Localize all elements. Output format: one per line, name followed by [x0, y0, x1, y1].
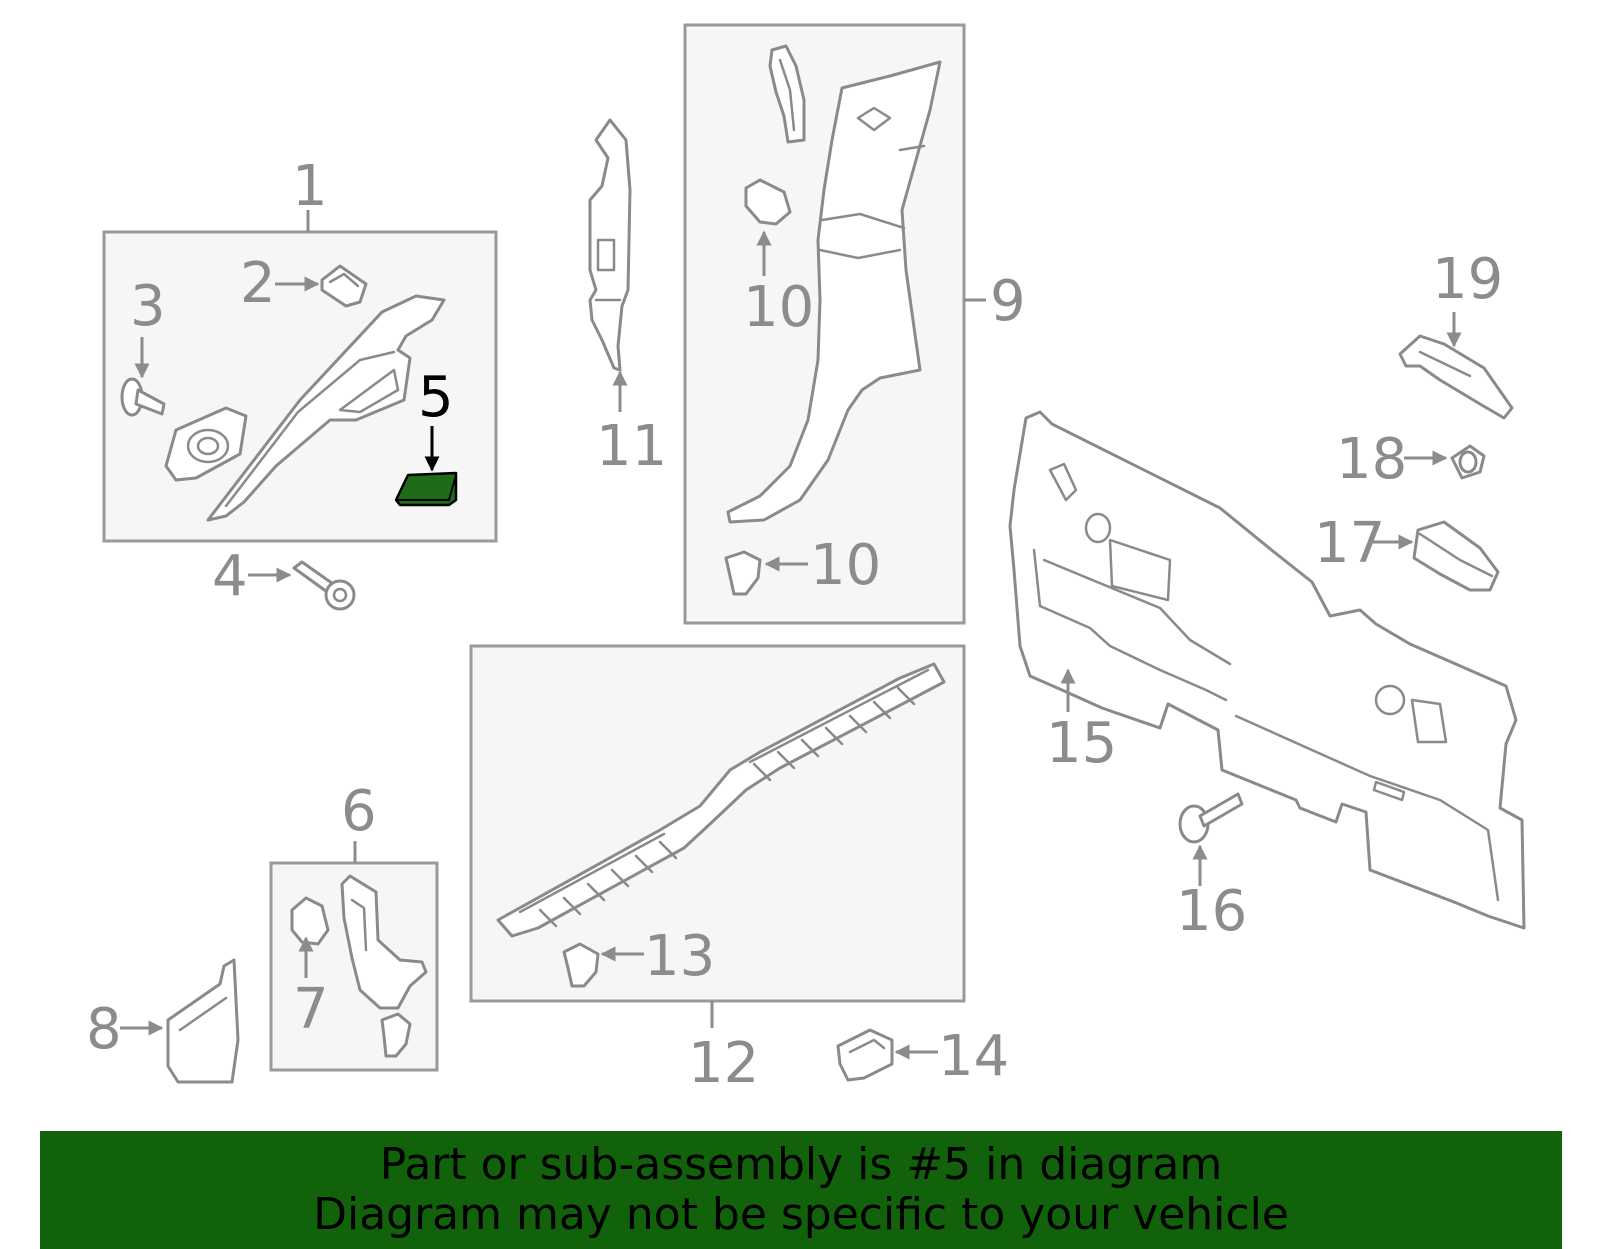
part-16-push-pin: [1178, 792, 1244, 844]
part-4-bolt: [292, 560, 356, 611]
callout-14: 14: [938, 1024, 1009, 1089]
part-18-nut: [1450, 444, 1486, 480]
part-15-rear-panel: [1008, 410, 1526, 930]
part-9-upper-clip: [768, 44, 806, 144]
callout-10-upper: 10: [743, 275, 814, 340]
part-17-bumper: [1412, 520, 1500, 592]
part-11-panel: [588, 118, 632, 372]
part-5-highlighted: [394, 471, 458, 507]
callout-2: 2: [240, 251, 276, 316]
part-6-bracket: [340, 874, 428, 1010]
callout-11: 11: [596, 414, 667, 479]
callout-13: 13: [644, 924, 715, 989]
callout-1: 1: [292, 154, 328, 219]
callout-9: 9: [990, 269, 1026, 334]
callout-15: 15: [1046, 711, 1117, 776]
part-1-bracket: [164, 406, 248, 482]
banner-line-1: Part or sub-assembly is #5 in diagram: [379, 1139, 1223, 1190]
callout-5: 5: [418, 365, 454, 430]
part-12-scuff-plate: [496, 662, 946, 938]
callout-7: 7: [293, 977, 329, 1042]
callout-3: 3: [130, 274, 166, 339]
callout-18: 18: [1336, 427, 1407, 492]
callout-8: 8: [86, 997, 122, 1062]
part-8-bracket: [166, 958, 240, 1084]
part-10-clip-upper: [744, 178, 792, 226]
part-1-pillar-trim: [206, 294, 446, 522]
part-3-push-pin: [120, 377, 166, 417]
part-2-clip: [320, 264, 368, 308]
callout-19: 19: [1432, 247, 1503, 312]
callout-12: 12: [688, 1031, 759, 1096]
callout-4: 4: [212, 544, 248, 609]
callout-16: 16: [1176, 879, 1247, 944]
part-6-clip: [380, 1012, 412, 1058]
banner-line-2: Diagram may not be specific to your vehi…: [313, 1189, 1289, 1240]
part-9-pillar-trim: [726, 60, 942, 524]
part-10-clip-lower: [724, 550, 762, 596]
part-14-retainer: [836, 1028, 894, 1082]
part-19-trim-piece: [1398, 334, 1514, 420]
info-banner: Part or sub-assembly is #5 in diagram Di…: [40, 1131, 1562, 1249]
callout-17: 17: [1314, 511, 1385, 576]
part-7-clip: [290, 896, 330, 946]
callout-6: 6: [341, 779, 377, 844]
callout-10-lower: 10: [810, 533, 881, 598]
part-13-clip: [562, 942, 600, 988]
